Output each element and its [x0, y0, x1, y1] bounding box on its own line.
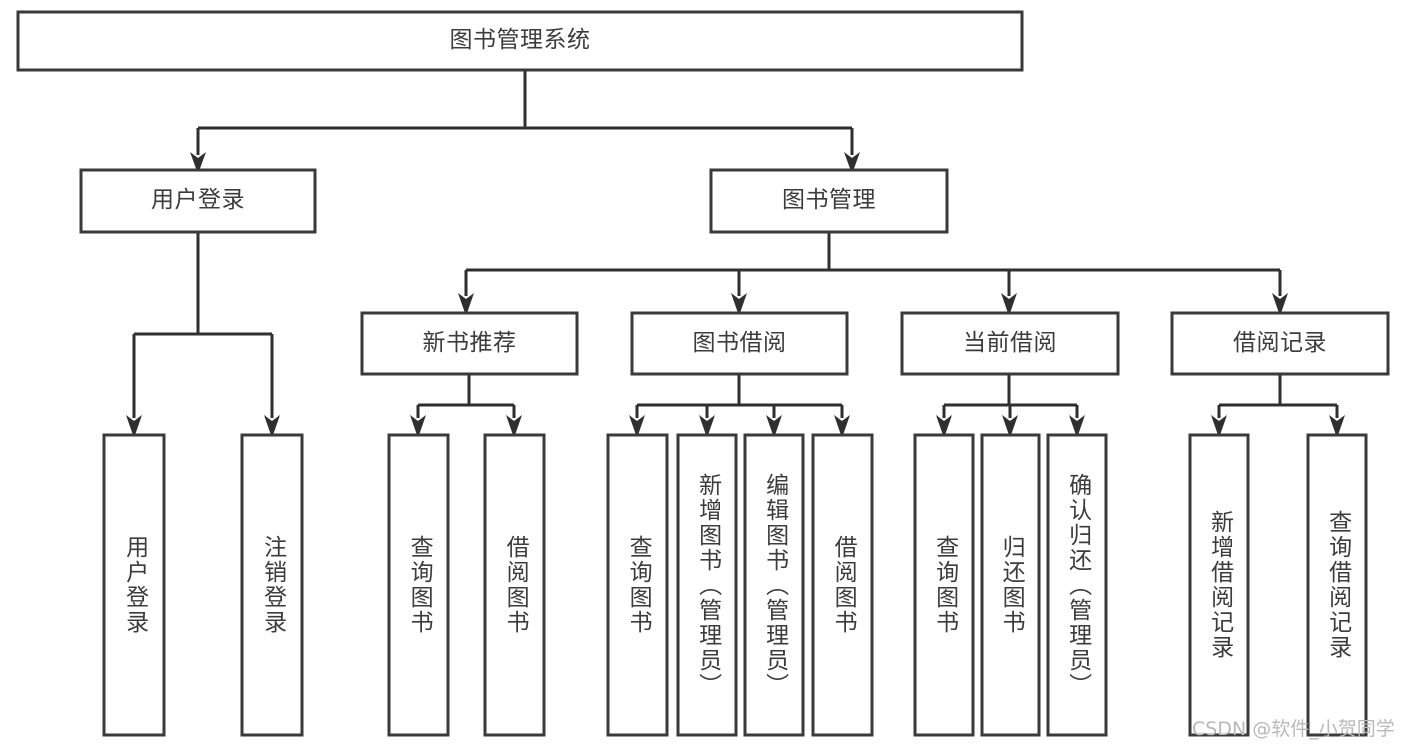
connector-login-to-leaves — [126, 232, 280, 438]
connector-newbook-to-leaves — [410, 374, 522, 438]
node-box-leaf-3[interactable] — [483, 433, 546, 737]
node-box-current-borrow[interactable] — [900, 311, 1120, 376]
node-box-leaf-4[interactable] — [606, 433, 669, 737]
node-box-leaf-0[interactable] — [102, 433, 166, 737]
node-box-book-management[interactable] — [709, 168, 949, 234]
node-box-leaf-9[interactable] — [980, 433, 1041, 737]
node-box-root[interactable] — [16, 10, 1024, 72]
node-box-leaf-6[interactable] — [743, 433, 805, 737]
node-box-new-book-recommend[interactable] — [360, 311, 579, 376]
connector-root-to-level1 — [190, 70, 860, 174]
connector-borrow-to-leaves — [629, 374, 850, 438]
connector-records-to-leaves — [1211, 374, 1345, 438]
node-box-leaf-1[interactable] — [240, 433, 304, 737]
node-box-book-borrow[interactable] — [630, 311, 849, 376]
node-box-leaf-10[interactable] — [1046, 433, 1108, 737]
node-box-leaf-5[interactable] — [676, 433, 738, 737]
node-box-leaf-8[interactable] — [913, 433, 975, 737]
node-box-user-login[interactable] — [79, 168, 317, 234]
connector-current-to-leaves — [936, 374, 1085, 438]
node-box-leaf-11[interactable] — [1188, 433, 1250, 737]
node-box-borrow-records[interactable] — [1170, 311, 1390, 376]
connector-bookmgmt-to-level2 — [458, 232, 1288, 316]
node-box-leaf-7[interactable] — [811, 433, 874, 737]
node-box-leaf-2[interactable] — [387, 433, 450, 737]
node-box-leaf-12[interactable] — [1306, 433, 1368, 737]
